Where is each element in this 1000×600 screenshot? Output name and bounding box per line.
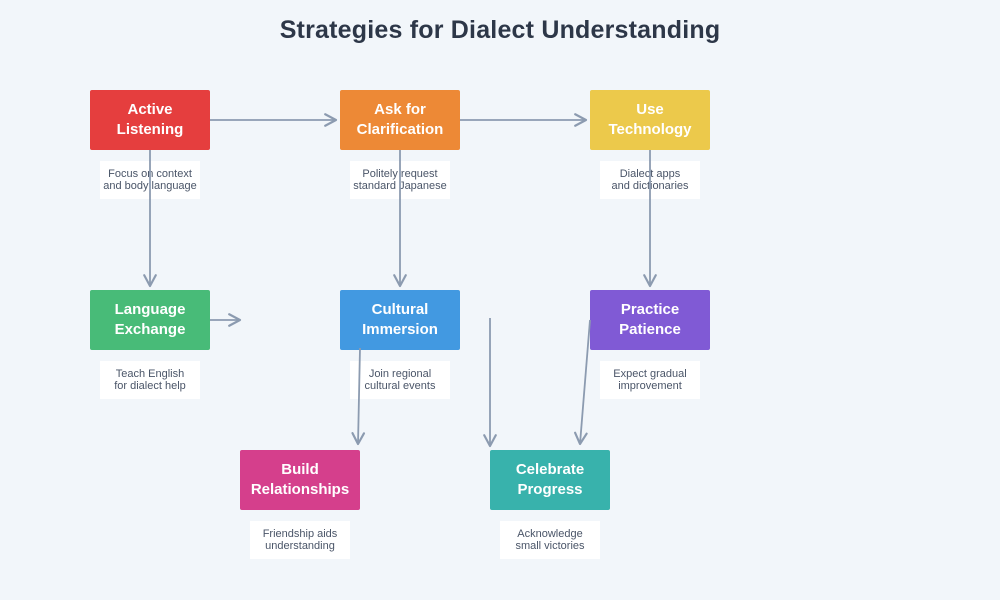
caption-line: Teach English — [115, 367, 185, 380]
node-label-line: Progress — [517, 481, 583, 498]
node-label-line: Ask for — [374, 101, 426, 118]
caption-line: Friendship aids — [262, 527, 338, 540]
node-label-line: Immersion — [362, 321, 438, 338]
node-label-line: Use — [636, 101, 664, 118]
node-label-line: Exchange — [114, 321, 186, 338]
caption-line: Acknowledge — [517, 527, 583, 540]
node-label-line: Technology — [608, 121, 692, 138]
node-label-line: Language — [114, 301, 186, 318]
node-label-line: Practice — [620, 301, 680, 318]
node-label-line: Active — [127, 101, 173, 118]
caption-line: and dictionaries — [611, 180, 689, 192]
node-label-line: Patience — [619, 321, 681, 338]
caption-line: Expect gradual — [613, 367, 687, 380]
caption-line: Politely request — [362, 167, 438, 180]
caption-line: and body language — [103, 180, 197, 192]
node-label-line: Celebrate — [515, 461, 585, 478]
node-label-line: Listening — [116, 121, 184, 138]
caption-line: Dialect apps — [619, 167, 681, 180]
caption-line: for dialect help — [114, 380, 186, 392]
node-label-line: Cultural — [371, 301, 429, 318]
caption-line: improvement — [618, 380, 682, 392]
caption-line: small victories — [515, 540, 585, 552]
caption-line: standard Japanese — [353, 180, 447, 192]
edge-practice-patience-to-celebrate-progress-arrow — [574, 319, 591, 446]
diagram-title: Strategies for Dialect Understanding — [279, 16, 721, 44]
node-label-line: Clarification — [356, 121, 444, 138]
caption-line: cultural events — [364, 380, 436, 392]
node-label-line: Build — [281, 461, 319, 478]
caption-line: Join regional — [368, 367, 432, 380]
node-label-line: Relationships — [250, 481, 350, 498]
caption-line: Focus on context — [108, 167, 192, 180]
caption-line: understanding — [265, 540, 335, 552]
